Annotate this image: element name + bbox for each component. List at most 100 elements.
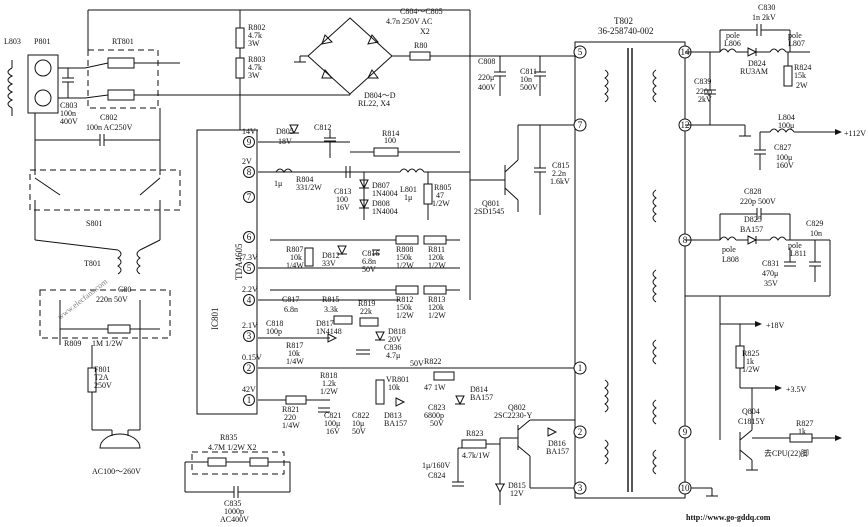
svg-text:35V: 35V xyxy=(764,279,778,288)
c816-label: C816 xyxy=(362,249,379,258)
pin4-pin3-network: C817 6.8n R815 3.3k R819 22k R812 150k 1… xyxy=(258,285,460,366)
d824-label: D824 xyxy=(748,59,766,68)
svg-text:RU3AM: RU3AM xyxy=(740,67,768,76)
svg-text:47 1W: 47 1W xyxy=(424,383,446,392)
r811-label: R811 xyxy=(428,245,445,254)
v112-output: +112V xyxy=(844,129,866,138)
c803-label: C803 xyxy=(60,101,77,110)
t802-pin-10 xyxy=(678,481,692,495)
ic801-pin-number: 1 xyxy=(247,395,252,405)
r813-label: R813 xyxy=(428,295,445,304)
r80-label: R80 xyxy=(414,41,427,50)
ic801-pin-7 xyxy=(243,191,255,203)
svg-text:L806: L806 xyxy=(724,39,741,48)
pin8-network: 1μ R804 331/2W C813 100 16V D807 1N4004 … xyxy=(258,166,470,220)
svg-text:4.7n 250V AC: 4.7n 250V AC xyxy=(386,17,432,26)
l808-label: pole xyxy=(722,245,736,254)
svg-text:1000p: 1000p xyxy=(224,507,244,516)
svg-text:BA157: BA157 xyxy=(740,225,763,234)
t802-pin-9 xyxy=(678,425,692,439)
ic801-pin-voltage: 14V xyxy=(242,127,256,136)
l806-label: pole xyxy=(726,31,740,40)
r807-label: R807 xyxy=(286,245,303,254)
transformer-t802: T802 36-258740-002 xyxy=(574,16,718,499)
svg-text:20V: 20V xyxy=(388,335,402,344)
t802-pin-3 xyxy=(573,481,587,495)
pin5-network: R807 10k 1/4W D812 33V C816 6.8n 50V R80… xyxy=(258,235,460,274)
pin2-pin1-network: 50V R818 1.2k 1/2W VR801 10k R822 47 1W … xyxy=(258,357,575,436)
ic801-pin-voltage: 0.15V xyxy=(242,353,262,362)
svg-text:4.7μ: 4.7μ xyxy=(386,351,400,360)
svg-text:1/4W: 1/4W xyxy=(282,421,300,430)
v18-output: +18V xyxy=(766,321,785,330)
svg-text:1/2W: 1/2W xyxy=(432,199,450,208)
c822-label: C822 xyxy=(352,411,369,420)
q802-label: Q802 xyxy=(508,403,526,412)
r817-label: R817 xyxy=(286,341,303,350)
ic801-pin-6 xyxy=(243,231,255,243)
svg-text:220μ: 220μ xyxy=(478,73,494,82)
l804-label: L804 xyxy=(778,113,795,122)
vr801-label: VR801 xyxy=(386,375,409,384)
ic801-pin-5 xyxy=(243,262,255,274)
svg-text:100n AC250V: 100n AC250V xyxy=(86,123,133,132)
svg-text:50V: 50V xyxy=(352,427,366,436)
svg-text:C824: C824 xyxy=(428,471,445,480)
ic801-pin-number: 2 xyxy=(247,363,252,373)
svg-text:T2A: T2A xyxy=(94,373,109,382)
c802-label: C802 xyxy=(100,113,117,122)
r814-label: R814 xyxy=(382,129,399,138)
ac-input-section: L803 P801 C803 100n 400V RT801 C802 1 xyxy=(4,9,470,476)
svg-text:250V: 250V xyxy=(94,381,112,390)
q802-network: Q802 2SC2230-Y R823 4.7k/1W D816 BA157 1… xyxy=(422,403,575,505)
svg-text:100μ: 100μ xyxy=(324,419,340,428)
svg-text:100μ: 100μ xyxy=(776,153,792,162)
svg-text:220p: 220p xyxy=(696,87,712,96)
ic801-pin-number: 3 xyxy=(247,331,252,341)
svg-text:16V: 16V xyxy=(326,427,340,436)
t802-pin-5 xyxy=(573,45,587,59)
q801-c815: Q801 2SD1545 C815 2.2n 1.6kV xyxy=(470,124,575,216)
c824-label: 1μ/160V xyxy=(422,461,451,470)
c808-c811: C808 220μ 400V C811 10n 500V xyxy=(470,55,575,96)
ic801-pin-3 xyxy=(243,330,255,342)
svg-text:10μ: 10μ xyxy=(352,419,364,428)
r818-label: R818 xyxy=(320,371,337,380)
low-voltage-outputs: +18V R825 1k 1/2W +3.5V Q804 C1815Y R827… xyxy=(719,296,842,471)
svg-text:BA157: BA157 xyxy=(546,447,569,456)
svg-text:L808: L808 xyxy=(722,255,739,264)
svg-text:3W: 3W xyxy=(248,71,260,80)
d808-label: D808 xyxy=(372,199,390,208)
d815-label: D815 xyxy=(508,481,526,490)
svg-text:400V: 400V xyxy=(60,117,78,126)
svg-text:22k: 22k xyxy=(360,307,372,316)
ic801-pin-8 xyxy=(243,166,255,178)
ic801-pin-voltage: 7.3V xyxy=(242,253,258,262)
svg-text:1N4004: 1N4004 xyxy=(372,207,398,216)
c812-label: C812 xyxy=(314,123,331,132)
r802-label: R802 xyxy=(248,23,265,32)
c804-label: C804～C805 xyxy=(400,7,443,16)
svg-text:12V: 12V xyxy=(510,489,524,498)
svg-text:1/2W: 1/2W xyxy=(320,387,338,396)
cpu-output: 去CPU(22)脚 xyxy=(764,448,809,458)
svg-text:3.3k: 3.3k xyxy=(324,305,338,314)
svg-text:150k: 150k xyxy=(396,303,412,312)
r815-label: R815 xyxy=(322,295,339,304)
q801-label: Q801 xyxy=(482,199,500,208)
svg-text:1.6kV: 1.6kV xyxy=(550,177,570,186)
t802-pin-number: 7 xyxy=(578,120,583,130)
svg-text:AC400V: AC400V xyxy=(220,515,249,524)
svg-text:10n: 10n xyxy=(810,229,822,238)
svg-text:16V: 16V xyxy=(336,203,350,212)
secondary-112v: C830 1n 2kV pole L806 pole L807 D824 RU3… xyxy=(685,3,866,170)
ic801-pin-voltage: 42V xyxy=(242,385,256,394)
r808-label: R808 xyxy=(396,245,413,254)
svg-text:L811: L811 xyxy=(790,249,807,258)
d813-label: D813 xyxy=(384,411,402,420)
ic801-pin-1 xyxy=(243,394,255,406)
svg-text:6.8n: 6.8n xyxy=(284,305,298,314)
d805-label: D805 xyxy=(276,127,294,136)
r824-label: R824 xyxy=(794,63,811,72)
ic801-pin-4 xyxy=(243,294,255,306)
